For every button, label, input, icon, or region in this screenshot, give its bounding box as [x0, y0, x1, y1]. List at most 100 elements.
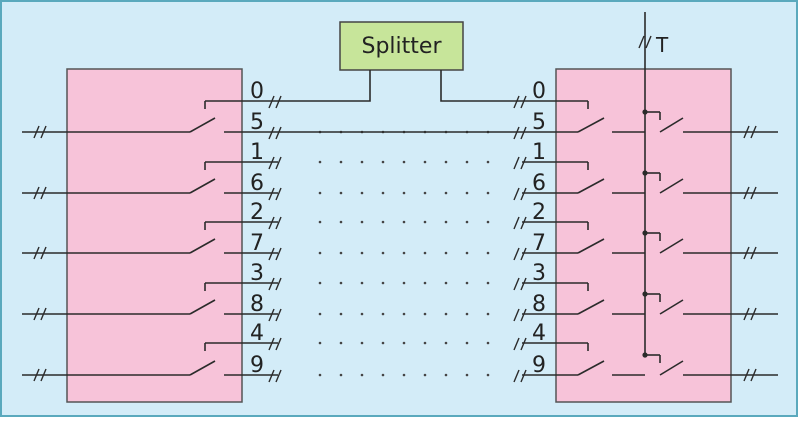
left-port-slash: [275, 126, 282, 140]
right-switch-blade-left: [577, 117, 605, 133]
right-switch-blade-left: [577, 360, 605, 376]
splitter-right-connection: [440, 70, 522, 102]
left-external-slash: [33, 307, 40, 321]
dotted-connection: [465, 191, 469, 195]
left-port-label: 2: [250, 200, 264, 225]
dotted-connection: [402, 220, 406, 224]
left-port-label: 5: [250, 110, 264, 135]
trunk-slash: [645, 35, 652, 49]
right-port-slash: [520, 277, 527, 291]
right-external-slash: [743, 125, 750, 139]
left-port-label: 8: [250, 292, 264, 317]
right-external-slash: [743, 368, 750, 382]
left-port-label: 1: [250, 140, 264, 165]
splitter-left-connection: [278, 70, 371, 102]
right-port-label: 3: [532, 261, 546, 286]
dotted-connection: [381, 220, 385, 224]
dotted-connection: [339, 373, 343, 377]
left-port-slash: [275, 187, 282, 201]
right-port-slash: [520, 369, 527, 383]
dotted-connection: [402, 373, 406, 377]
left-port-label: 3: [250, 261, 264, 286]
dotted-connection: [402, 191, 406, 195]
left-port-slash: [268, 216, 275, 230]
left-port-label: 7: [250, 231, 264, 256]
right-switch-blade-right: [659, 299, 684, 315]
dotted-connection: [423, 251, 427, 255]
right-port-slash: [520, 308, 527, 322]
right-port-slash: [520, 247, 527, 261]
right-port-label: 5: [532, 110, 546, 135]
right-port-slash: [520, 337, 527, 351]
dotted-connection: [360, 341, 364, 345]
trunk-label: T: [655, 33, 669, 57]
dotted-connection: [402, 160, 406, 164]
right-external-slash: [743, 246, 750, 260]
left-port-slash: [268, 308, 275, 322]
dotted-connection: [486, 220, 490, 224]
dotted-connection: [444, 312, 448, 316]
dotted-connection: [444, 160, 448, 164]
right-port-slash: [513, 126, 520, 140]
dotted-connection: [339, 341, 343, 345]
dotted-connection: [465, 281, 469, 285]
right-port-label: 9: [532, 353, 546, 378]
left-port-slash: [275, 247, 282, 261]
right-switch-blade-left: [577, 299, 605, 315]
left-port-slash: [268, 337, 275, 351]
dotted-connection: [423, 312, 427, 316]
left-external-slash: [33, 368, 40, 382]
left-switch-blade: [189, 238, 216, 254]
dotted-connection: [381, 281, 385, 285]
left-port-slash: [268, 95, 275, 109]
left-external-slash: [40, 125, 47, 139]
right-port-slash: [520, 126, 527, 140]
left-port-slash: [275, 308, 282, 322]
dotted-connection: [360, 373, 364, 377]
right-port-label: 8: [532, 292, 546, 317]
dotted-connection: [381, 312, 385, 316]
dotted-connection: [318, 160, 322, 164]
right-external-slash: [743, 307, 750, 321]
splitter-box: [339, 21, 464, 71]
left-port-slash: [275, 277, 282, 291]
dotted-connection: [444, 341, 448, 345]
dotted-connection: [360, 251, 364, 255]
dotted-connection: [402, 341, 406, 345]
right-port-slash: [520, 156, 527, 170]
right-switch-blade-left: [577, 238, 605, 254]
dotted-connection: [360, 160, 364, 164]
right-switch-blade-right: [659, 178, 684, 194]
right-port-label: 2: [532, 200, 546, 225]
dotted-connection: [444, 191, 448, 195]
dotted-connection: [339, 191, 343, 195]
dotted-connection: [465, 220, 469, 224]
dotted-connection: [465, 373, 469, 377]
left-port-label: 0: [250, 79, 264, 104]
dotted-connection: [339, 312, 343, 316]
right-external-slash: [750, 125, 757, 139]
left-port-label: 4: [250, 321, 264, 346]
left-external-slash: [40, 368, 47, 382]
dotted-connection: [486, 191, 490, 195]
dotted-connection: [381, 341, 385, 345]
right-external-slash: [750, 368, 757, 382]
right-switch-blade-left: [577, 178, 605, 194]
right-port-slash: [513, 337, 520, 351]
dotted-connection: [423, 373, 427, 377]
right-port-slash: [513, 308, 520, 322]
left-port-slash: [275, 337, 282, 351]
left-switch-blade: [189, 360, 216, 376]
left-external-slash: [40, 186, 47, 200]
dotted-connection: [465, 312, 469, 316]
right-switch-blade-right: [659, 360, 684, 376]
right-port-slash: [520, 187, 527, 201]
dotted-connection: [444, 251, 448, 255]
right-external-slash: [750, 186, 757, 200]
right-switch-blade-right: [659, 117, 684, 133]
dotted-connection: [402, 281, 406, 285]
dotted-connection: [465, 160, 469, 164]
